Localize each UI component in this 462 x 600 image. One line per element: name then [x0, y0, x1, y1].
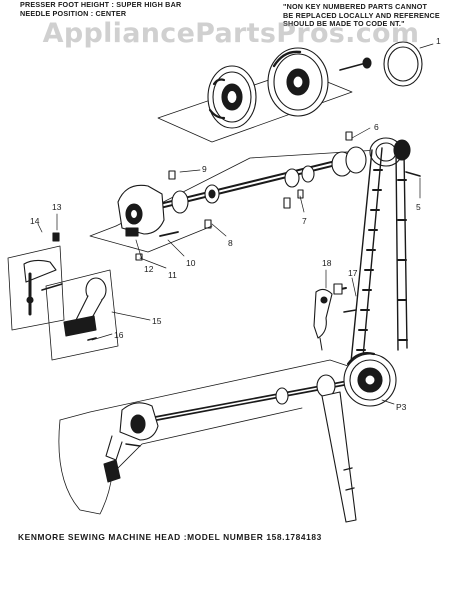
header-right-line-2: BE REPLACED LOCALLY AND REFERENCE [283, 10, 440, 20]
header-left-line-2: NEEDLE POSITION : CENTER [20, 8, 127, 18]
callout-7: 7 [302, 216, 307, 226]
header-note: "NON KEY NUMBERED PARTS CANNOT BE REPLAC… [283, 2, 455, 29]
callout-10: 10 [186, 258, 196, 268]
header-settings: PRESSER FOOT HEIGHT : SUPER HIGH BAR NEE… [20, 0, 220, 18]
needle-bar-parts [7, 245, 119, 361]
take-up-lever [313, 283, 357, 351]
arm-shaft-assembly [52, 131, 421, 261]
callout-5: 5 [416, 202, 421, 212]
callout-13: 13 [52, 202, 62, 212]
diagram-caption: KENMORE SEWING MACHINE HEAD :MODEL NUMBE… [18, 532, 322, 542]
header-right-line-1: "NON KEY NUMBERED PARTS CANNOT [283, 2, 428, 11]
header-left-line-1: PRESSER FOOT HEIGHT : SUPER HIGH BAR [20, 0, 182, 9]
lower-shaft-assembly [58, 352, 397, 523]
callout-15: 15 [152, 316, 162, 326]
callout-6: 6 [374, 122, 379, 132]
callout-16: 16 [114, 330, 124, 340]
callout-11: 11 [168, 270, 177, 280]
callout-leaders [37, 127, 421, 405]
header-right-line-3: SHOULD BE MADE TO CODE NT." [283, 19, 405, 29]
callout-p3: P3 [396, 402, 407, 412]
callout-9: 9 [202, 164, 207, 174]
callout-17: 17 [348, 268, 358, 278]
callout-12: 12 [144, 264, 154, 274]
upper-pulley-assembly [157, 41, 434, 143]
callout-18: 18 [322, 258, 332, 268]
callout-1: 1 [436, 36, 441, 46]
callout-labels: 1 5 6 7 8 9 10 11 12 13 14 15 16 17 18 P… [30, 36, 441, 412]
timing-belt [349, 147, 408, 373]
watermark: AppliancePartsPros.com [42, 18, 420, 49]
callout-14: 14 [30, 216, 40, 226]
callout-8: 8 [228, 238, 233, 248]
